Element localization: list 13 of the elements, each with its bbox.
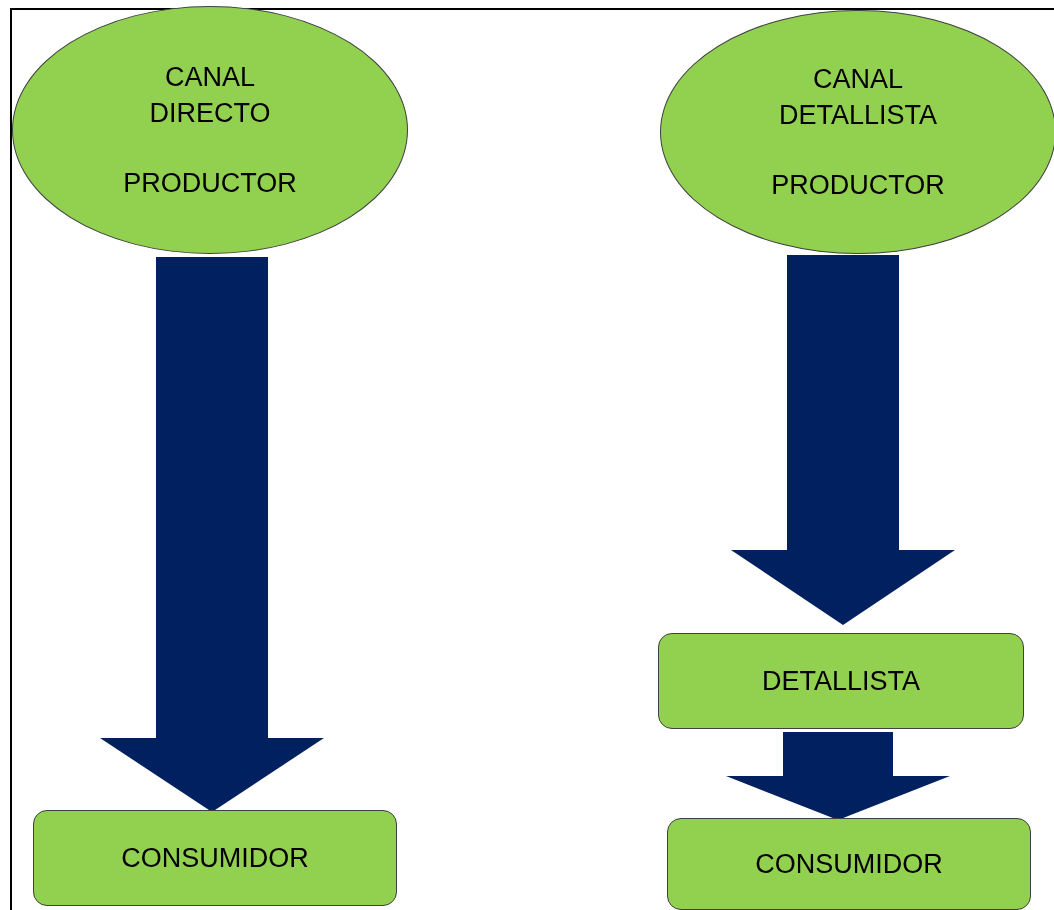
block-arrow: [731, 255, 955, 625]
node-label: CANAL DETALLISTA: [777, 63, 938, 132]
block-arrow: [100, 257, 324, 812]
node-label: PRODUCTOR: [123, 167, 297, 200]
node-label: CANAL DIRECTO: [148, 61, 272, 130]
node-label: DETALLISTA: [761, 665, 920, 698]
node-label: CONSUMIDOR: [121, 842, 309, 875]
process-box: [33, 810, 397, 906]
process-box: [658, 633, 1024, 729]
node-label: CONSUMIDOR: [755, 848, 943, 881]
block-arrow: [726, 732, 950, 820]
node-label: PRODUCTOR: [771, 169, 945, 202]
process-box: [667, 818, 1031, 910]
